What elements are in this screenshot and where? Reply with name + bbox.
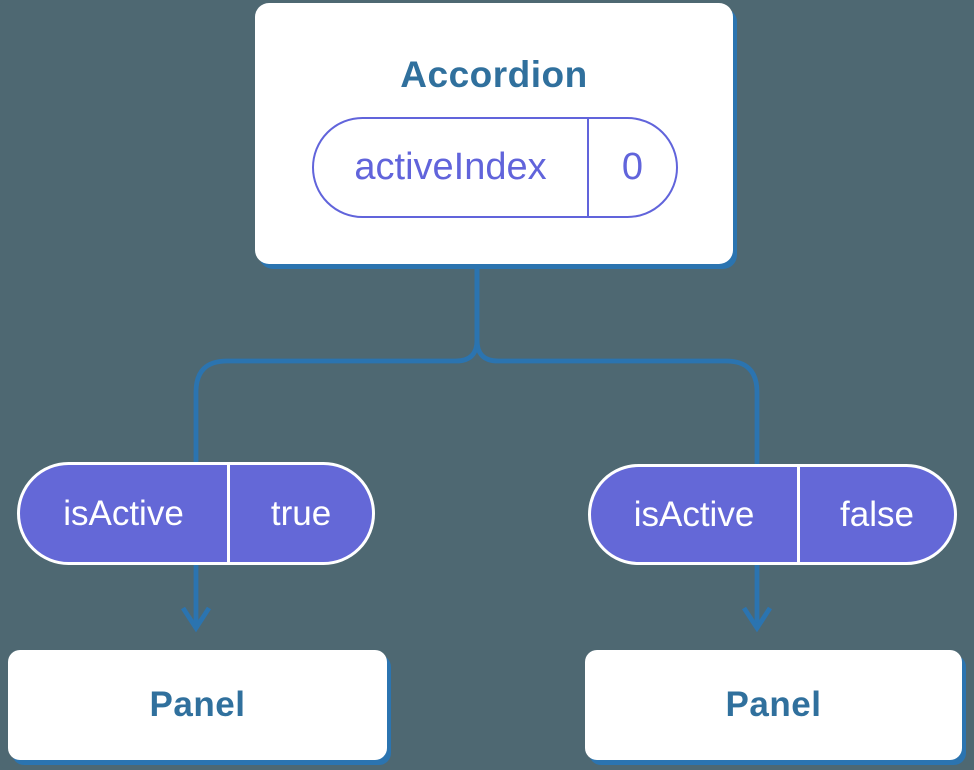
panel-title: Panel	[149, 685, 246, 724]
arrow-down-icon	[180, 606, 212, 633]
prop-key-label: isActive	[591, 467, 800, 562]
accordion-title: Accordion	[400, 54, 588, 95]
panel-component-box-right: Panel	[585, 650, 962, 760]
arrow-down-icon	[741, 606, 773, 633]
branch-line-left	[193, 263, 480, 624]
prop-value-label: true	[270, 493, 332, 533]
accordion-component-box: Accordion activeIndex 0	[255, 3, 733, 264]
branch-line-right	[474, 263, 760, 624]
state-key-label: activeIndex	[314, 119, 589, 216]
prop-pill-isactive-false: isActive false	[588, 464, 957, 565]
prop-pill-isactive-true: isActive true	[17, 462, 375, 565]
panel-component-box-left: Panel	[8, 650, 387, 760]
panel-title: Panel	[725, 685, 822, 724]
prop-key-label: isActive	[20, 465, 230, 562]
state-value-label: 0	[621, 146, 644, 188]
prop-value-label: false	[840, 494, 914, 534]
state-pill-activeindex: activeIndex 0	[312, 117, 678, 218]
